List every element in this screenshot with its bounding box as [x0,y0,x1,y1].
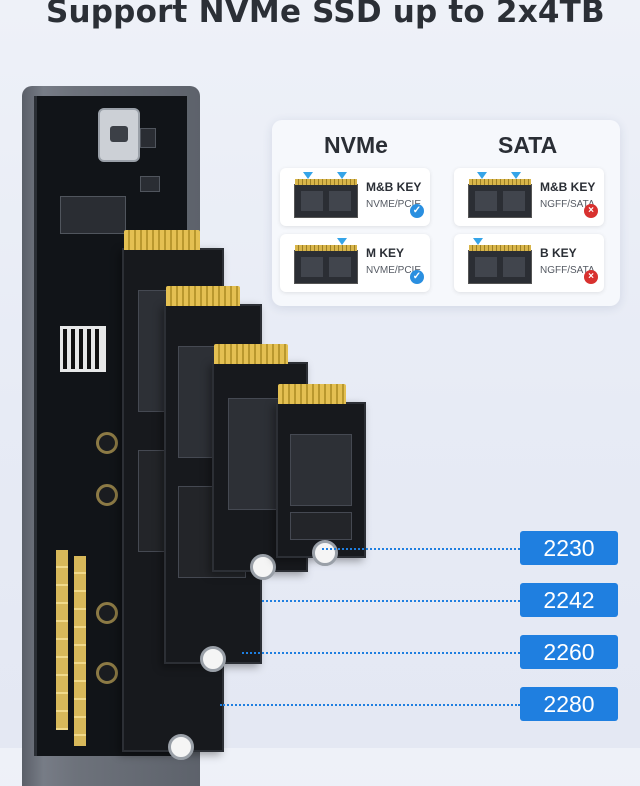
mount-hole-icon [96,432,118,454]
size-tag-2280: 2280 [520,687,618,721]
mount-hole-icon [96,662,118,684]
card-nvme-m-key: M KEY NVME/PCIE ✓ [280,234,430,292]
ssd-thumbnail-icon [294,179,358,218]
controller-chip [60,196,126,234]
contact-strip [74,556,86,746]
cross-icon: × [584,204,598,218]
sata-heading: SATA [498,132,558,158]
card-interface-label: NVME/PCIE [366,199,422,210]
mount-hole-icon [96,602,118,624]
page-title: Support NVMe SSD up to 2x4TB [46,0,605,30]
key-notch-arrow-icon [473,238,483,245]
card-key-label: M&B KEY [366,180,422,194]
leader-line [220,704,520,706]
card-sata-b-key: B KEY NGFF/SATA × [454,234,604,292]
qr-code-icon [60,326,106,372]
nvme-heading: NVMe [324,132,388,158]
ssd-thumbnail-icon [468,179,532,218]
card-interface-label: NGFF/SATA [540,199,595,210]
nand-chip [290,512,352,540]
card-sata-mb-key: M&B KEY NGFF/SATA × [454,168,604,226]
gold-fingers [214,344,288,364]
gold-fingers [278,384,346,404]
component-icon [140,176,160,192]
mount-notch-icon [168,734,194,760]
compatibility-panel: NVMe SATA M&B KEY NVME/PCIE ✓ M KEY NVME… [272,120,620,306]
key-notch-arrow-icon [511,172,521,179]
check-icon: ✓ [410,204,424,218]
gold-fingers [124,230,200,250]
card-key-label: M KEY [366,246,405,260]
card-key-label: M&B KEY [540,180,596,194]
key-notch-arrow-icon [477,172,487,179]
gold-fingers [166,286,240,306]
contact-strip [56,550,68,730]
card-interface-label: NVME/PCIE [366,265,422,276]
mount-notch-icon [312,540,338,566]
card-interface-label: NGFF/SATA [540,265,595,276]
leader-line [242,652,520,654]
ssd-thumbnail-icon [468,245,532,284]
leader-line [262,600,520,602]
card-nvme-mb-key: M&B KEY NVME/PCIE ✓ [280,168,430,226]
key-notch-arrow-icon [337,238,347,245]
nand-chip [290,434,352,506]
size-tag-2260: 2260 [520,635,618,669]
size-tag-2230: 2230 [520,531,618,565]
mount-notch-icon [200,646,226,672]
usb-c-port-icon [98,108,140,162]
key-notch-arrow-icon [337,172,347,179]
size-tag-2242: 2242 [520,583,618,617]
mount-notch-icon [250,554,276,580]
key-notch-arrow-icon [303,172,313,179]
ssd-board-2230 [276,384,366,566]
component-icon [140,128,156,148]
check-icon: ✓ [410,270,424,284]
mount-hole-icon [96,484,118,506]
ssd-thumbnail-icon [294,245,358,284]
card-key-label: B KEY [540,246,577,260]
cross-icon: × [584,270,598,284]
leader-line [322,548,520,550]
